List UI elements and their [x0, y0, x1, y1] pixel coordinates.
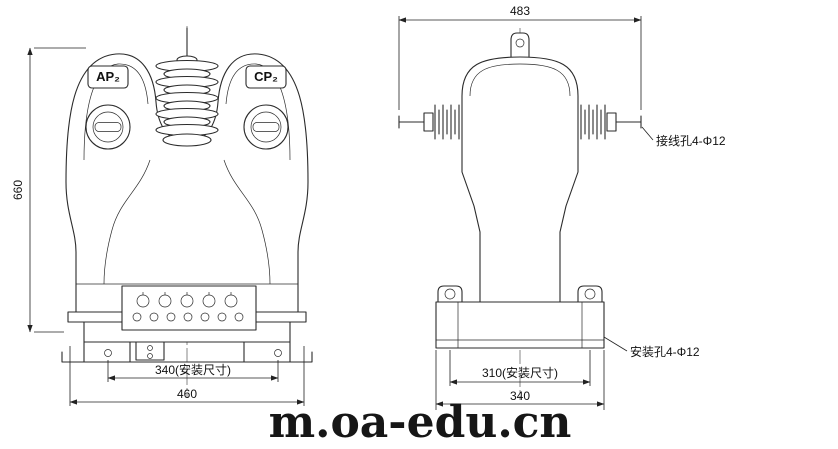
terminal-label-ap2: AP₂	[96, 69, 120, 84]
front-bracket-hole-1	[147, 345, 153, 351]
base-ear-hole-right	[584, 288, 596, 300]
side-view: 接线孔4-Φ12 安装孔4-Φ12 483 310(安装尺寸) 340	[398, 4, 726, 410]
plate-cp2	[245, 65, 287, 89]
dim-top-side-label: 483	[510, 4, 530, 18]
front-terminal-right	[243, 104, 289, 150]
terminal-pins-top-row	[136, 292, 238, 308]
lug-hole	[515, 38, 525, 48]
side-inner-contour	[469, 63, 571, 97]
front-terminal-plates: AP₂ CP₂	[87, 65, 287, 89]
terminal-pins-bottom-row	[132, 312, 244, 322]
insulator-fins	[155, 55, 219, 147]
front-mounting-hole-right	[274, 349, 282, 357]
side-top-lug	[510, 32, 530, 60]
front-mounting-hole-left	[104, 349, 112, 357]
dim-overall-front-label: 460	[177, 387, 197, 401]
dim-mounting-front-label: 340(安装尺寸)	[155, 362, 231, 377]
dim-overall-side-label: 340	[510, 389, 530, 403]
front-terminal-left	[85, 104, 131, 150]
front-bracket	[135, 341, 165, 361]
wiring-hole-label: 接线孔4-Φ12	[656, 133, 726, 148]
base-box	[435, 301, 605, 349]
mounting-hole-label: 安装孔4-Φ12	[630, 344, 700, 359]
base-ear-left	[437, 285, 463, 302]
side-dimensions: 483 310(安装尺寸) 340	[398, 4, 642, 410]
dim-mounting-side-label: 310(安装尺寸)	[482, 365, 558, 380]
front-base-supports	[83, 341, 291, 363]
side-bushing-left	[398, 104, 460, 140]
front-inner-contours	[76, 63, 298, 285]
watermark-text: m.oa-edu.cn	[269, 397, 572, 448]
front-bracket-hole-2	[147, 353, 153, 359]
base-ear-right	[577, 285, 603, 302]
front-dimensions: 660 340(安装尺寸) 460	[11, 47, 305, 406]
base-ear-hole-left	[444, 288, 456, 300]
side-body-outline	[461, 56, 579, 303]
front-base-rail	[61, 351, 313, 363]
side-annotations: 接线孔4-Φ12 安装孔4-Φ12	[603, 126, 726, 359]
side-base	[435, 285, 605, 349]
front-insulator	[155, 27, 219, 147]
front-terminal-box	[121, 285, 257, 331]
side-bushing-right	[580, 104, 642, 140]
terminal-label-cp2: CP₂	[254, 69, 278, 84]
front-view: AP₂ CP₂ 660 340(安装尺寸) 460	[11, 26, 313, 406]
plate-ap2	[87, 65, 129, 89]
dim-height-label: 660	[11, 180, 25, 200]
